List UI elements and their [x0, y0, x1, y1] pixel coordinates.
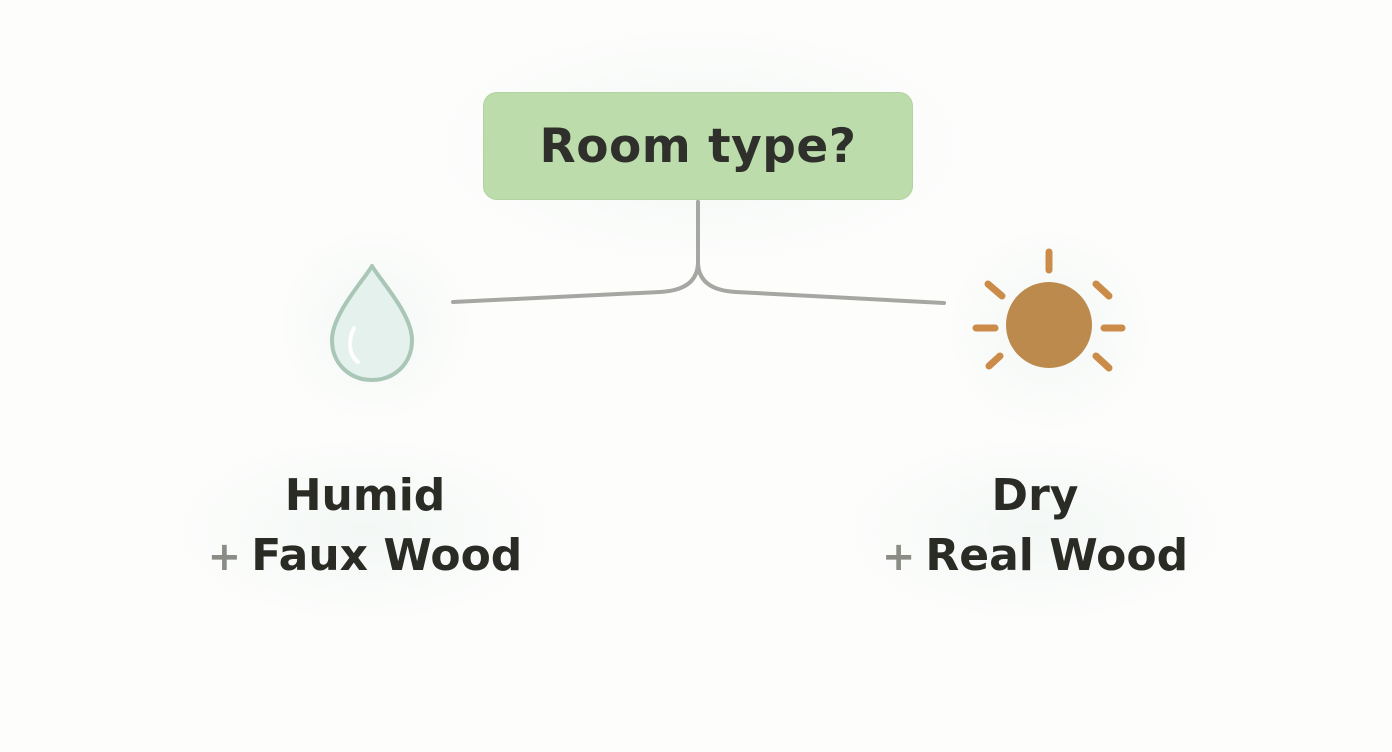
- outcome-humid: Humid +Faux Wood: [190, 466, 540, 587]
- outcome-dry: Dry +Real Wood: [860, 466, 1210, 587]
- water-drop-icon: [330, 264, 414, 382]
- condition-dry: Dry: [991, 470, 1079, 521]
- result-faux-wood: Faux Wood: [251, 530, 523, 581]
- condition-humid: Humid: [284, 470, 446, 521]
- connector-right: [696, 200, 946, 305]
- connector-left: [451, 200, 700, 304]
- result-line-dry: +Real Wood: [860, 526, 1210, 587]
- plus-icon: +: [207, 534, 242, 580]
- decision-label: Room type?: [539, 118, 857, 174]
- dry-glow: [850, 440, 1220, 620]
- humid-glow: [180, 440, 550, 620]
- plus-icon: +: [881, 534, 916, 580]
- result-line-humid: +Faux Wood: [190, 526, 540, 587]
- decision-node: Room type?: [483, 92, 913, 200]
- sun-icon: [972, 248, 1126, 372]
- result-real-wood: Real Wood: [925, 530, 1189, 581]
